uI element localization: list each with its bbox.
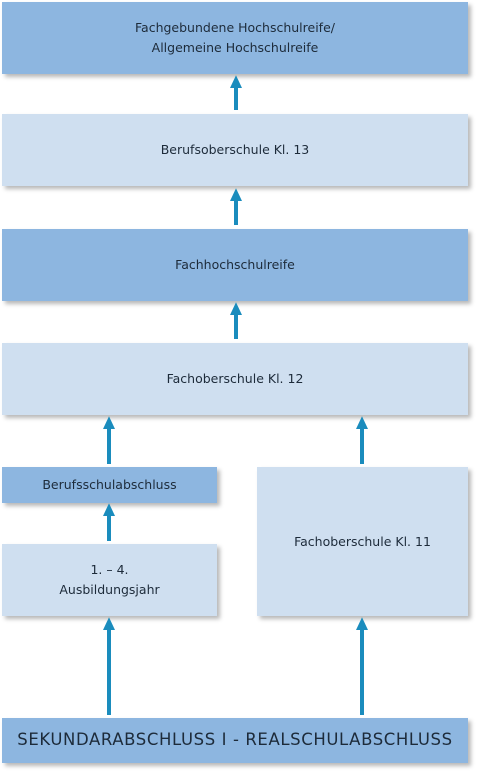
- box-sekundarabschluss: SEKUNDARABSCHLUSS I - REALSCHULABSCHLUSS: [2, 718, 468, 763]
- box-berufsoberschule-13-label: Berufsoberschule Kl. 13: [160, 142, 310, 157]
- box-berufsschulabschluss-label: Berufsschulabschluss: [42, 477, 177, 492]
- box-berufsschulabschluss: Berufsschulabschluss: [2, 467, 217, 503]
- box-fachoberschule-11: Fachoberschule Kl. 11: [257, 467, 468, 616]
- box-fachoberschule-11-label: Fachoberschule Kl. 11: [294, 533, 431, 549]
- box-berufsoberschule-13: Berufsoberschule Kl. 13: [2, 114, 468, 186]
- box-ausbildungsjahr-label: 1. – 4. Ausbildungsjahr: [59, 562, 160, 597]
- box-fachoberschule-12: Fachoberschule Kl. 12: [2, 343, 468, 415]
- box-hochschulreife: Fachgebundene Hochschulreife/ Allgemeine…: [2, 2, 468, 74]
- box-ausbildungsjahr: 1. – 4. Ausbildungsjahr: [2, 544, 217, 616]
- box-fachhochschulreife: Fachhochschulreife: [2, 229, 468, 301]
- box-sekundarabschluss-label: SEKUNDARABSCHLUSS I - REALSCHULABSCHLUSS: [17, 730, 453, 750]
- box-hochschulreife-label: Fachgebundene Hochschulreife/ Allgemeine…: [135, 20, 335, 55]
- box-fachhochschulreife-label: Fachhochschulreife: [175, 257, 295, 272]
- box-fachoberschule-12-label: Fachoberschule Kl. 12: [166, 371, 304, 386]
